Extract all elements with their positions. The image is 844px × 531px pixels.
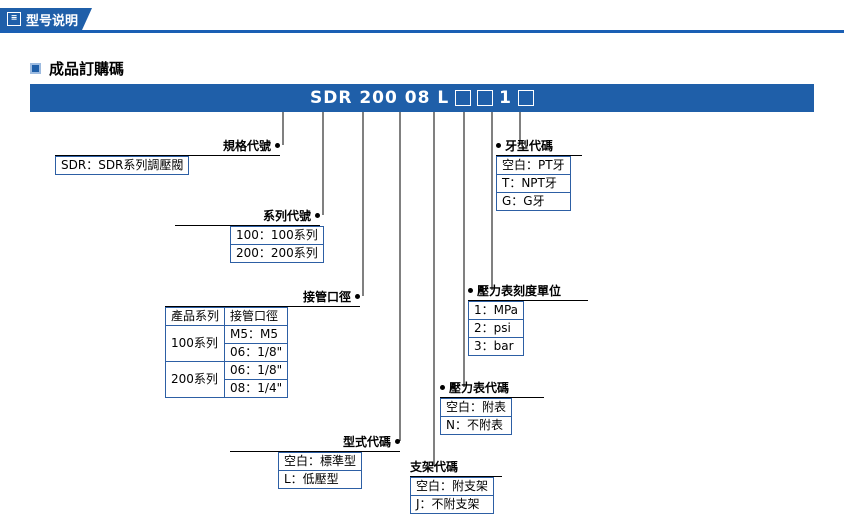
bullet-dot-icon xyxy=(496,143,501,148)
cell: 2：psi xyxy=(467,319,525,338)
callout-port-table: 產品系列 接管口徑 100系列 M5：M5 06：1/8" 200系列 06：1… xyxy=(164,307,289,398)
callout-bracket: 支架代碼 空白：附支架 J：不附支架 xyxy=(409,458,502,514)
callout-spec-table: SDR：SDR系列調壓閥 xyxy=(54,156,190,175)
table-row: 空白：附表 xyxy=(439,398,513,417)
table-row: 3：bar xyxy=(467,337,525,356)
callout-series-header: 系列代號 xyxy=(175,207,320,226)
callout-unit-title: 壓力表刻度單位 xyxy=(477,284,562,298)
cell: 空白：PT牙 xyxy=(496,156,571,175)
cell-header-port: 接管口徑 xyxy=(224,307,289,326)
table-row: L：低壓型 xyxy=(277,470,363,489)
callout-unit: 壓力表刻度單位 1：MPa 2：psi 3：bar xyxy=(467,282,588,356)
cell: 空白：附表 xyxy=(439,398,513,417)
callout-type: 型式代碼 空白：標準型 L：低壓型 xyxy=(230,433,400,489)
callout-series: 系列代號 100：100系列 200：200系列 xyxy=(175,207,324,263)
cell: L：低壓型 xyxy=(277,470,363,489)
table-row: 100系列 M5：M5 xyxy=(164,325,289,362)
cell: 100：100系列 xyxy=(230,226,324,245)
table-row: 1：MPa xyxy=(467,301,525,320)
square-bullet-icon xyxy=(30,63,41,74)
order-code-placeholder-2 xyxy=(477,90,494,106)
callout-port-title: 接管口徑 xyxy=(302,290,351,304)
order-code-placeholder-3 xyxy=(518,90,535,106)
header-tab: ≡ 型号说明 xyxy=(0,8,92,30)
cell-series-100: 100系列 xyxy=(164,325,226,362)
callout-type-table: 空白：標準型 L：低壓型 xyxy=(277,452,363,489)
bullet-dot-icon xyxy=(468,288,473,293)
callout-spec: 規格代號 SDR：SDR系列調壓閥 xyxy=(54,137,280,175)
callout-series-title: 系列代號 xyxy=(262,209,311,223)
table-row: 200系列 06：1/8" xyxy=(164,361,289,398)
header-tab-label: 型号说明 xyxy=(26,13,79,29)
table-row: 08：1/4" xyxy=(166,379,289,398)
table-row: 06：1/8" xyxy=(166,343,289,362)
table-row: 空白：PT牙 xyxy=(496,156,571,175)
order-code-placeholder-1 xyxy=(455,90,472,106)
order-code-digit: 1 xyxy=(499,88,513,108)
section-heading: 成品訂購碼 xyxy=(30,58,124,79)
callout-series-table: 100：100系列 200：200系列 xyxy=(230,226,324,263)
cell: SDR：SDR系列調壓閥 xyxy=(54,156,190,175)
table-row: T：NPT牙 xyxy=(496,174,571,193)
table-row: 2：psi xyxy=(467,319,525,338)
callout-bracket-header: 支架代碼 xyxy=(410,458,502,477)
cell-port-m5: M5：M5 xyxy=(224,325,289,344)
callout-bracket-table: 空白：附支架 J：不附支架 xyxy=(409,477,495,514)
table-row: 產品系列 接管口徑 xyxy=(164,307,289,326)
cell: 200：200系列 xyxy=(230,244,324,263)
callout-thread-table: 空白：PT牙 T：NPT牙 G：G牙 xyxy=(496,156,571,211)
callout-spec-header: 規格代號 xyxy=(55,137,280,156)
callout-gauge-table: 空白：附表 N：不附表 xyxy=(439,398,513,435)
table-row: 空白：標準型 xyxy=(277,452,363,471)
order-code-bar: SDR 200 08 L 1 xyxy=(30,84,814,112)
table-row: 200：200系列 xyxy=(230,244,324,263)
callout-spec-title: 規格代號 xyxy=(222,139,271,153)
callout-port: 接管口徑 產品系列 接管口徑 100系列 M5：M5 06：1/8" 200系列… xyxy=(164,288,360,398)
table-row: 空白：附支架 xyxy=(409,477,495,496)
cell: 3：bar xyxy=(467,337,525,356)
callout-unit-table: 1：MPa 2：psi 3：bar xyxy=(467,301,525,356)
callout-thread-header: 牙型代碼 xyxy=(496,137,582,156)
table-row: SDR：SDR系列調壓閥 xyxy=(54,156,190,175)
cell: 1：MPa xyxy=(467,301,525,320)
order-code-text: SDR 200 08 L xyxy=(309,88,450,108)
bullet-dot-icon xyxy=(395,439,400,444)
callout-unit-header: 壓力表刻度單位 xyxy=(468,282,588,301)
cell: N：不附表 xyxy=(439,416,513,435)
callout-type-title: 型式代碼 xyxy=(342,435,391,449)
bullet-dot-icon xyxy=(275,143,280,148)
callout-bracket-title: 支架代碼 xyxy=(410,460,459,474)
cell: T：NPT牙 xyxy=(496,174,571,193)
callout-gauge: 壓力表代碼 空白：附表 N：不附表 xyxy=(439,379,544,435)
callout-port-header: 接管口徑 xyxy=(165,288,360,307)
cell: G：G牙 xyxy=(496,192,571,211)
bullet-dot-icon xyxy=(315,213,320,218)
table-row: J：不附支架 xyxy=(409,495,495,514)
bullet-dot-icon xyxy=(355,294,360,299)
cell-header-series: 產品系列 xyxy=(164,307,226,326)
header-rule xyxy=(0,30,844,33)
page-title: 成品訂購碼 xyxy=(49,60,125,78)
callout-thread-title: 牙型代碼 xyxy=(505,139,554,153)
page-header: ≡ 型号说明 xyxy=(0,8,844,34)
cell: 空白：標準型 xyxy=(277,452,363,471)
cell-port-08: 08：1/4" xyxy=(224,379,289,398)
list-icon: ≡ xyxy=(7,12,21,26)
callout-gauge-title: 壓力表代碼 xyxy=(449,381,510,395)
callout-gauge-header: 壓力表代碼 xyxy=(440,379,544,398)
bullet-dot-icon xyxy=(440,385,445,390)
cell-port-06b: 06：1/8" xyxy=(224,361,289,380)
cell-series-200: 200系列 xyxy=(164,361,226,398)
table-row: N：不附表 xyxy=(439,416,513,435)
cell: 空白：附支架 xyxy=(409,477,495,496)
callout-type-header: 型式代碼 xyxy=(230,433,400,452)
table-row: 100：100系列 xyxy=(230,226,324,245)
cell-port-06a: 06：1/8" xyxy=(224,343,289,362)
cell: J：不附支架 xyxy=(409,495,495,514)
table-row: G：G牙 xyxy=(496,192,571,211)
callout-thread: 牙型代碼 空白：PT牙 T：NPT牙 G：G牙 xyxy=(496,137,582,211)
